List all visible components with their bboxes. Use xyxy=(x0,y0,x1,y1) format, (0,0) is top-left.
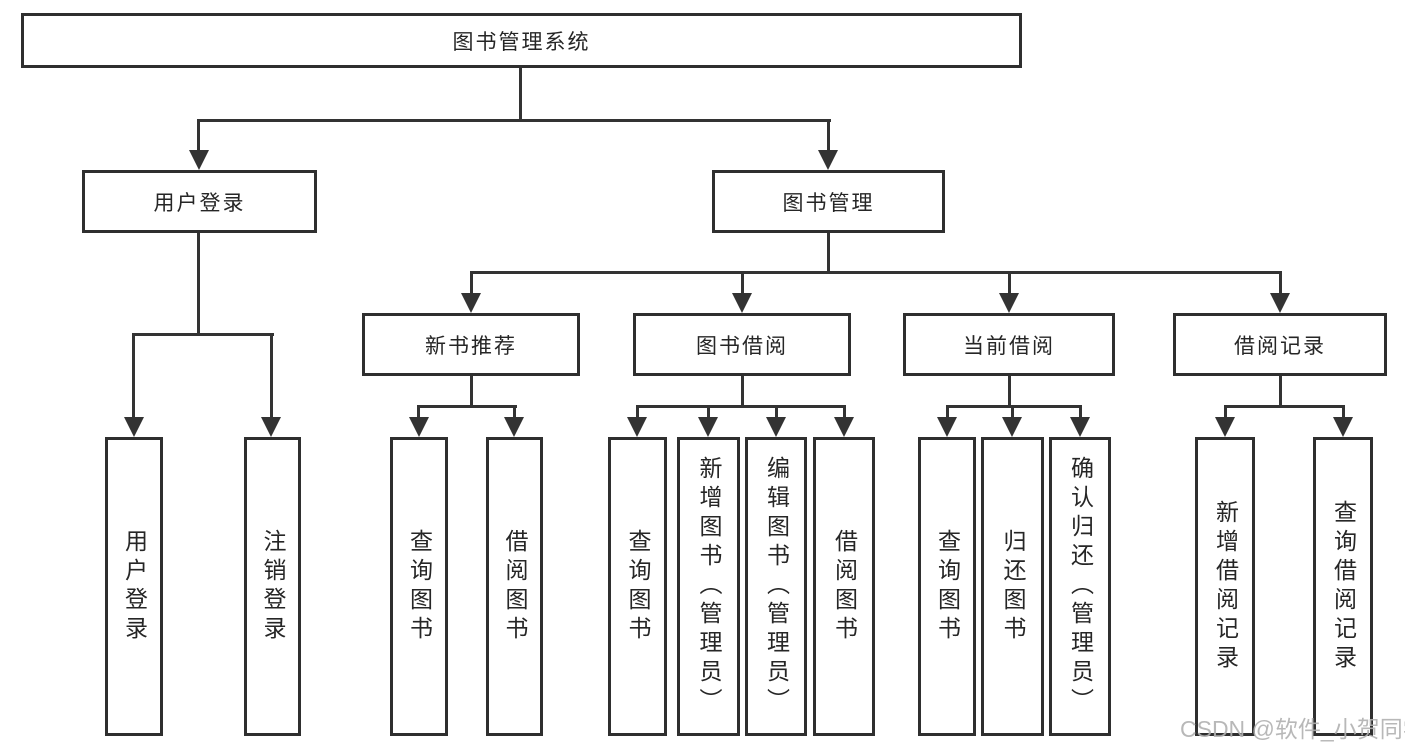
csdn-watermark: CSDN @软件_小贺同学 xyxy=(1180,716,1405,742)
node-library-management-system: 图书管理系统 xyxy=(21,13,1022,68)
node-label: 查询图书 xyxy=(406,528,433,645)
connector-line xyxy=(197,232,200,335)
arrow-down-icon xyxy=(504,417,524,437)
leaf-query-books: 查询图书 xyxy=(390,437,448,736)
node-label: 新增图书（管理员） xyxy=(696,456,722,717)
connector-line xyxy=(197,119,831,122)
leaf-query-books: 查询图书 xyxy=(918,437,976,736)
connector-line xyxy=(197,121,200,152)
connector-line xyxy=(1279,273,1282,295)
node-label: 当前借阅 xyxy=(963,334,1055,358)
arrow-down-icon xyxy=(834,417,854,437)
connector-line xyxy=(1079,407,1082,420)
leaf-logout: 注销登录 xyxy=(244,437,301,736)
arrow-down-icon xyxy=(189,150,209,170)
leaf-borrow-books: 借阅图书 xyxy=(813,437,875,736)
connector-line xyxy=(827,232,830,273)
arrow-down-icon xyxy=(698,417,718,437)
node-current-borrowing: 当前借阅 xyxy=(903,313,1115,376)
arrow-down-icon xyxy=(409,417,429,437)
node-label: 借阅记录 xyxy=(1234,334,1326,358)
node-label: 确认归还（管理员） xyxy=(1067,456,1094,717)
arrow-down-icon xyxy=(1070,417,1090,437)
connector-line xyxy=(1224,407,1227,420)
connector-line xyxy=(946,407,949,420)
leaf-confirm-return-admin: 确认归还（管理员） xyxy=(1049,437,1111,736)
arrow-down-icon xyxy=(732,293,752,313)
node-label: 注销登录 xyxy=(260,528,286,645)
node-label: 图书借阅 xyxy=(696,334,788,358)
node-label: 新增借阅记录 xyxy=(1212,499,1239,674)
connector-line xyxy=(775,407,778,420)
connector-line xyxy=(946,405,1082,408)
connector-line xyxy=(417,407,420,420)
leaf-borrow-books: 借阅图书 xyxy=(486,437,543,736)
node-label: 归还图书 xyxy=(1000,528,1026,645)
connector-line xyxy=(132,335,135,419)
leaf-add-books-admin: 新增图书（管理员） xyxy=(677,437,740,736)
node-label: 图书管理 xyxy=(782,191,875,215)
connector-line xyxy=(519,67,522,122)
node-label: 用户登录 xyxy=(121,528,148,645)
arrow-down-icon xyxy=(627,417,647,437)
connector-line xyxy=(1342,407,1345,420)
arrow-down-icon xyxy=(766,417,786,437)
node-user-login: 用户登录 xyxy=(82,170,317,233)
connector-line xyxy=(1008,375,1011,408)
arrow-down-icon xyxy=(461,293,481,313)
connector-line xyxy=(741,273,744,295)
node-label: 查询图书 xyxy=(934,528,961,645)
arrow-down-icon xyxy=(1270,293,1290,313)
arrow-down-icon xyxy=(1215,417,1235,437)
connector-line xyxy=(1279,375,1282,408)
connector-line xyxy=(470,273,473,295)
connector-line xyxy=(132,333,274,336)
connector-line xyxy=(513,407,516,420)
connector-line xyxy=(470,375,473,408)
arrow-down-icon xyxy=(1002,417,1022,437)
arrow-down-icon xyxy=(261,417,281,437)
connector-line xyxy=(741,375,744,408)
node-label: 图书管理系统 xyxy=(452,30,591,54)
connector-line xyxy=(707,407,710,420)
node-book-borrowing: 图书借阅 xyxy=(633,313,851,376)
arrow-down-icon xyxy=(124,417,144,437)
connector-line xyxy=(270,335,273,419)
node-borrowing-records: 借阅记录 xyxy=(1173,313,1387,376)
node-label: 查询借阅记录 xyxy=(1330,499,1357,674)
arrow-down-icon xyxy=(937,417,957,437)
connector-line xyxy=(1224,405,1345,408)
leaf-user-login: 用户登录 xyxy=(105,437,163,736)
node-book-management: 图书管理 xyxy=(712,170,945,233)
arrow-down-icon xyxy=(1333,417,1353,437)
connector-line xyxy=(1008,273,1011,295)
connector-line xyxy=(470,271,1282,274)
node-label: 用户登录 xyxy=(153,191,246,215)
connector-line xyxy=(827,121,830,152)
leaf-query-books: 查询图书 xyxy=(608,437,667,736)
node-label: 借阅图书 xyxy=(502,528,528,645)
connector-line xyxy=(636,407,639,420)
node-label: 编辑图书（管理员） xyxy=(763,456,790,717)
node-label: 新书推荐 xyxy=(425,334,517,358)
connector-line xyxy=(1011,407,1014,420)
arrow-down-icon xyxy=(818,150,838,170)
leaf-edit-books-admin: 编辑图书（管理员） xyxy=(745,437,807,736)
connector-line xyxy=(843,407,846,420)
node-new-book-recommend: 新书推荐 xyxy=(362,313,580,376)
leaf-return-books: 归还图书 xyxy=(981,437,1044,736)
arrow-down-icon xyxy=(999,293,1019,313)
leaf-add-borrow-record: 新增借阅记录 xyxy=(1195,437,1255,736)
connector-line xyxy=(417,405,517,408)
connector-line xyxy=(636,405,846,408)
leaf-query-borrow-record: 查询借阅记录 xyxy=(1313,437,1373,736)
node-label: 查询图书 xyxy=(625,528,651,645)
node-label: 借阅图书 xyxy=(831,528,858,645)
